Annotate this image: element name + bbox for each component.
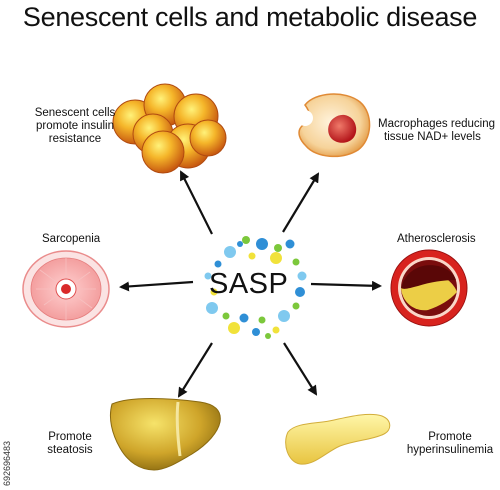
macrophage-illustration: [297, 93, 371, 158]
label-steatosis: Promote steatosis: [40, 431, 100, 457]
liver-illustration: [109, 398, 221, 471]
label-line: steatosis: [47, 444, 93, 456]
arrow-to-fat-cells: [180, 170, 213, 235]
label-line: Senescent cells: [34, 107, 116, 119]
label-line: promote insulin: [36, 120, 114, 132]
arrow-group: [119, 170, 382, 398]
label-line: tissue NAD+ levels: [384, 131, 481, 143]
label-sarcopenia: Sarcopenia: [42, 233, 100, 246]
stock-image-id: 692696483: [2, 440, 12, 486]
label-insulin-resistance: Senescent cells promote insulin resistan…: [22, 107, 128, 146]
diagram-title: Senescent cells and metabolic disease: [22, 2, 478, 32]
sasp-particles: [204, 236, 307, 339]
label-line: Atherosclerosis: [397, 233, 476, 245]
label-atherosclerosis: Atherosclerosis: [397, 233, 476, 246]
label-line: Sarcopenia: [42, 233, 101, 245]
arrow-to-macrophage: [282, 172, 320, 233]
sasp-center-label: SASP: [209, 268, 289, 300]
muscle-cross-section-illustration: [22, 250, 110, 328]
arrow-to-sarcopenia: [119, 280, 194, 292]
artery-illustration: [390, 249, 468, 327]
pancreas-illustration: [285, 413, 391, 465]
label-line: hyperinsulinemia: [406, 444, 494, 456]
arrow-to-liver: [177, 342, 213, 398]
arrow-to-pancreas: [283, 342, 318, 396]
label-line: Promote: [48, 431, 92, 443]
label-hyperinsulinemia: Promote hyperinsulinemia: [404, 431, 496, 457]
label-line: resistance: [48, 133, 102, 145]
label-line: Promote: [428, 431, 472, 443]
arrow-to-atherosclerosis: [310, 280, 382, 291]
label-macrophages: Macrophages reducing tissue NAD+ levels: [378, 118, 498, 144]
fat-cells-illustration: [112, 83, 227, 174]
label-line: Macrophages reducing: [378, 118, 495, 130]
